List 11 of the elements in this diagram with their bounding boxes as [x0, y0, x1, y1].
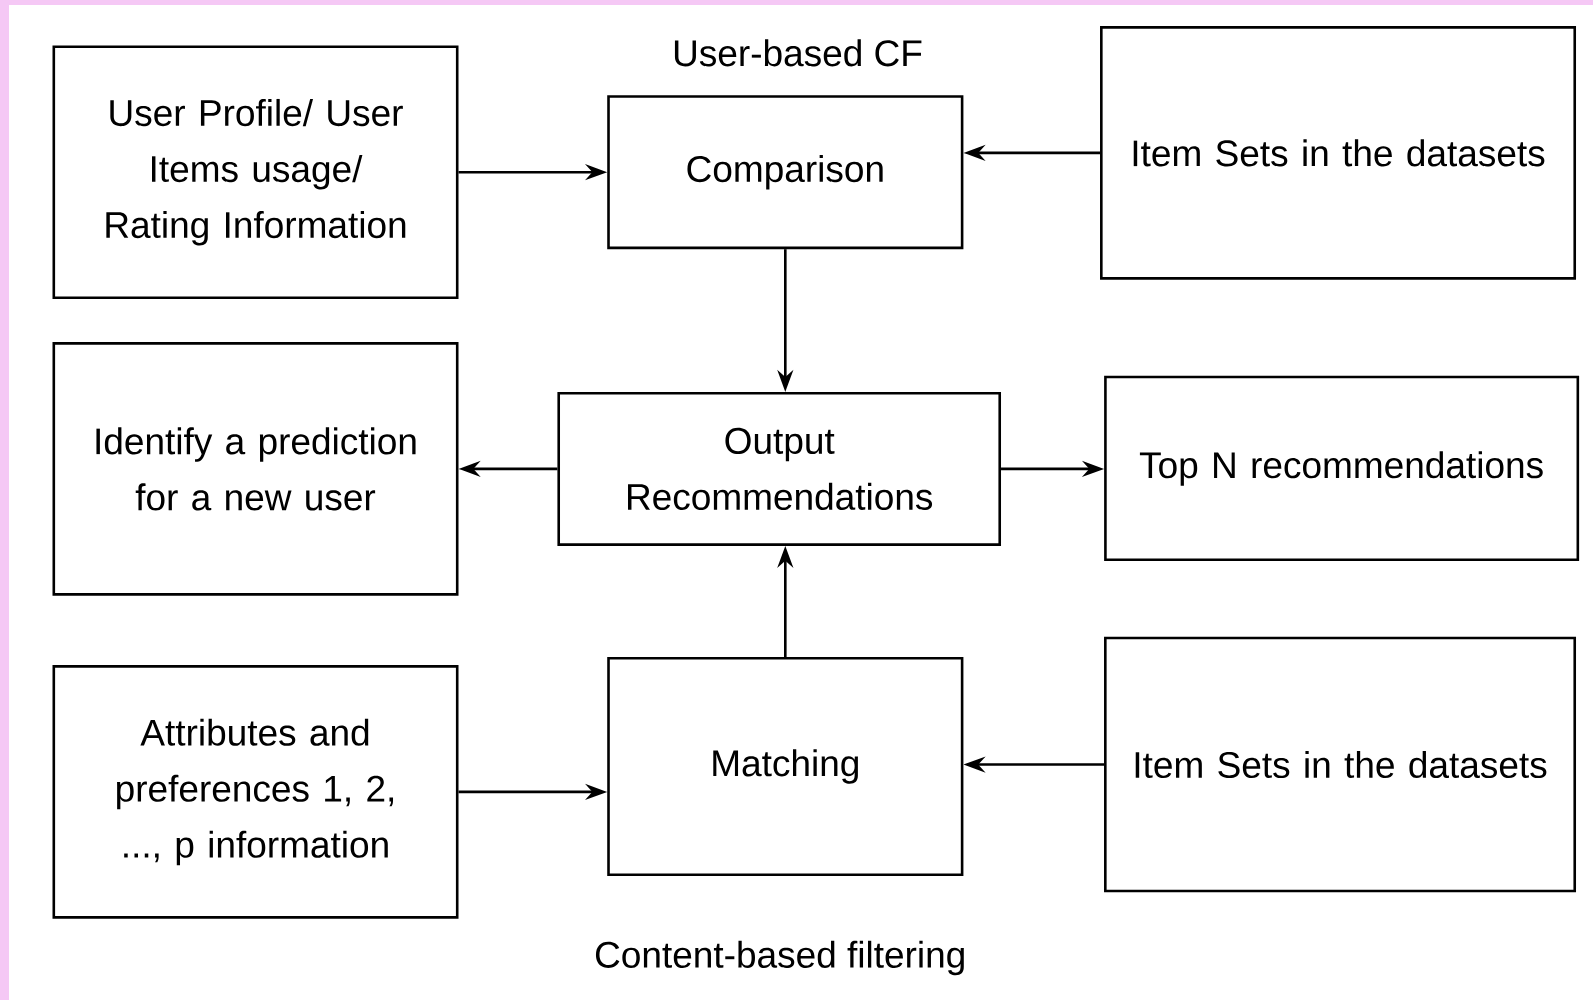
process-box: Output Recommendations	[557, 391, 1001, 546]
process-box: Matching	[607, 657, 964, 876]
process-box: Top N recommendations	[1104, 375, 1580, 562]
process-box: Identify a prediction for a new user	[52, 342, 459, 596]
process-box: User Profile/ User Items usage/ Rating Information	[52, 45, 459, 299]
process-box: Item Sets in the datasets	[1104, 636, 1577, 893]
process-box: Attributes and preferences 1, 2, ..., p information	[52, 665, 459, 919]
section-label: Content-based filtering	[595, 940, 964, 976]
process-box: Comparison	[607, 95, 964, 250]
section-label: User-based CF	[674, 39, 922, 67]
process-box: Item Sets in the datasets	[1100, 26, 1577, 280]
